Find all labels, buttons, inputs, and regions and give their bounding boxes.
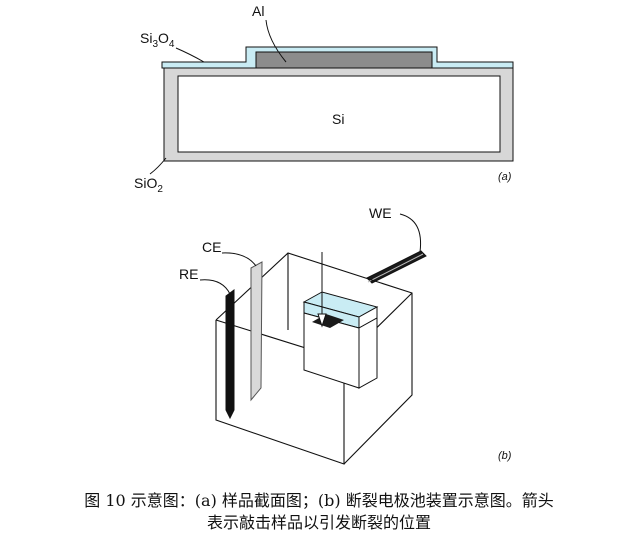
counter-electrode: [250, 261, 263, 402]
strike-arrow: [317, 252, 327, 328]
caption-line-2: 表示敲击样品以引发断裂的位置: [206, 513, 431, 532]
cross-section-diagram: Al Si3O4 Si SiO2 (a): [134, 3, 514, 195]
al-label: Al: [252, 3, 264, 19]
fracture-cell-diagram: WE CE RE (b): [179, 205, 512, 465]
ce-leader: [221, 252, 257, 267]
sio2-leader: [149, 157, 167, 175]
reference-electrode: [225, 289, 235, 420]
re-label: RE: [179, 266, 198, 282]
we-leader: [399, 213, 422, 253]
panel-a-tag: (a): [498, 171, 512, 183]
figure-caption: 图 10 示意图：(a) 样品截面图；(b) 断裂电极池装置示意图。箭头 表示敲…: [0, 490, 638, 534]
working-electrode-highlight: [367, 253, 424, 283]
re-leader: [199, 279, 231, 295]
panel-b-tag: (b): [498, 450, 512, 462]
sio2-label: SiO2: [134, 175, 163, 195]
ce-label: CE: [202, 239, 221, 255]
silicon-substrate: [177, 75, 501, 153]
we-label: WE: [369, 205, 392, 221]
si-label: Si: [332, 111, 344, 127]
si3o4-label: Si3O4: [140, 30, 175, 50]
caption-line-1: 图 10 示意图：(a) 样品截面图；(b) 断裂电极池装置示意图。箭头: [84, 491, 554, 510]
al-leader: [265, 19, 287, 63]
sample-block: [302, 291, 379, 389]
si3o4-leader: [175, 47, 205, 63]
aluminum-pad: [255, 51, 433, 71]
